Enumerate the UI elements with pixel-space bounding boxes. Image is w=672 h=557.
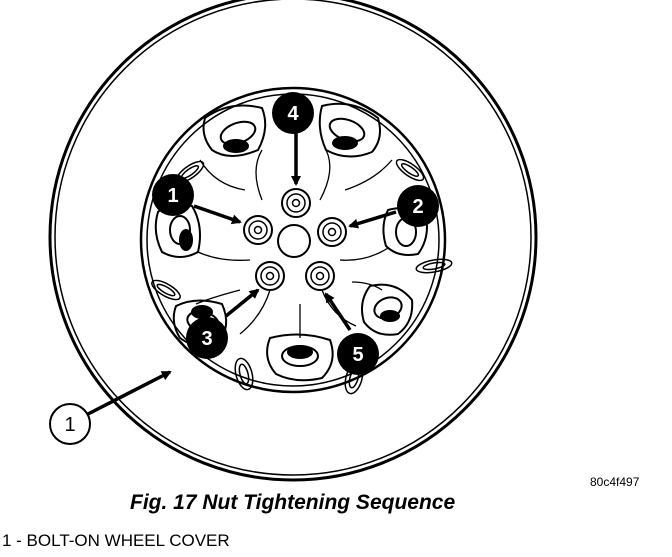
callout-2: 2 (397, 185, 439, 227)
arrow-5 (324, 292, 352, 331)
tire (48, 0, 538, 482)
center-hub (277, 224, 311, 258)
arrow-1 (193, 204, 242, 225)
arrow-3 (224, 288, 260, 318)
lug-nut-2 (317, 217, 347, 247)
callout-4-label: 4 (287, 103, 299, 125)
callout-1-label: 1 (167, 185, 178, 207)
lug-nut-5 (305, 261, 335, 291)
lug-nut-3 (255, 261, 285, 291)
callout-3-label: 3 (201, 328, 212, 350)
callout-4: 4 (272, 92, 314, 134)
callout-arrows (87, 132, 397, 416)
callout-3: 3 (186, 317, 228, 359)
callout-1: 1 (152, 174, 194, 216)
callout-2-label: 2 (412, 196, 423, 218)
callout-5-label: 5 (352, 344, 363, 366)
spoke-contours (195, 149, 393, 338)
figure-caption: Fig. 17 Nut Tightening Sequence (130, 491, 455, 514)
lug-nut-1 (243, 215, 273, 245)
part-callout-1-label: 1 (64, 414, 75, 436)
arrow-part-1 (87, 370, 172, 416)
legend-item-1: 1 - BOLT-ON WHEEL COVER (2, 531, 230, 550)
callout-5: 5 (337, 333, 379, 375)
part-callout-1: 1 (49, 403, 91, 445)
lug-nut-4 (281, 188, 311, 218)
arrow-2 (348, 210, 397, 229)
reference-code: 80c4f497 (590, 475, 640, 489)
